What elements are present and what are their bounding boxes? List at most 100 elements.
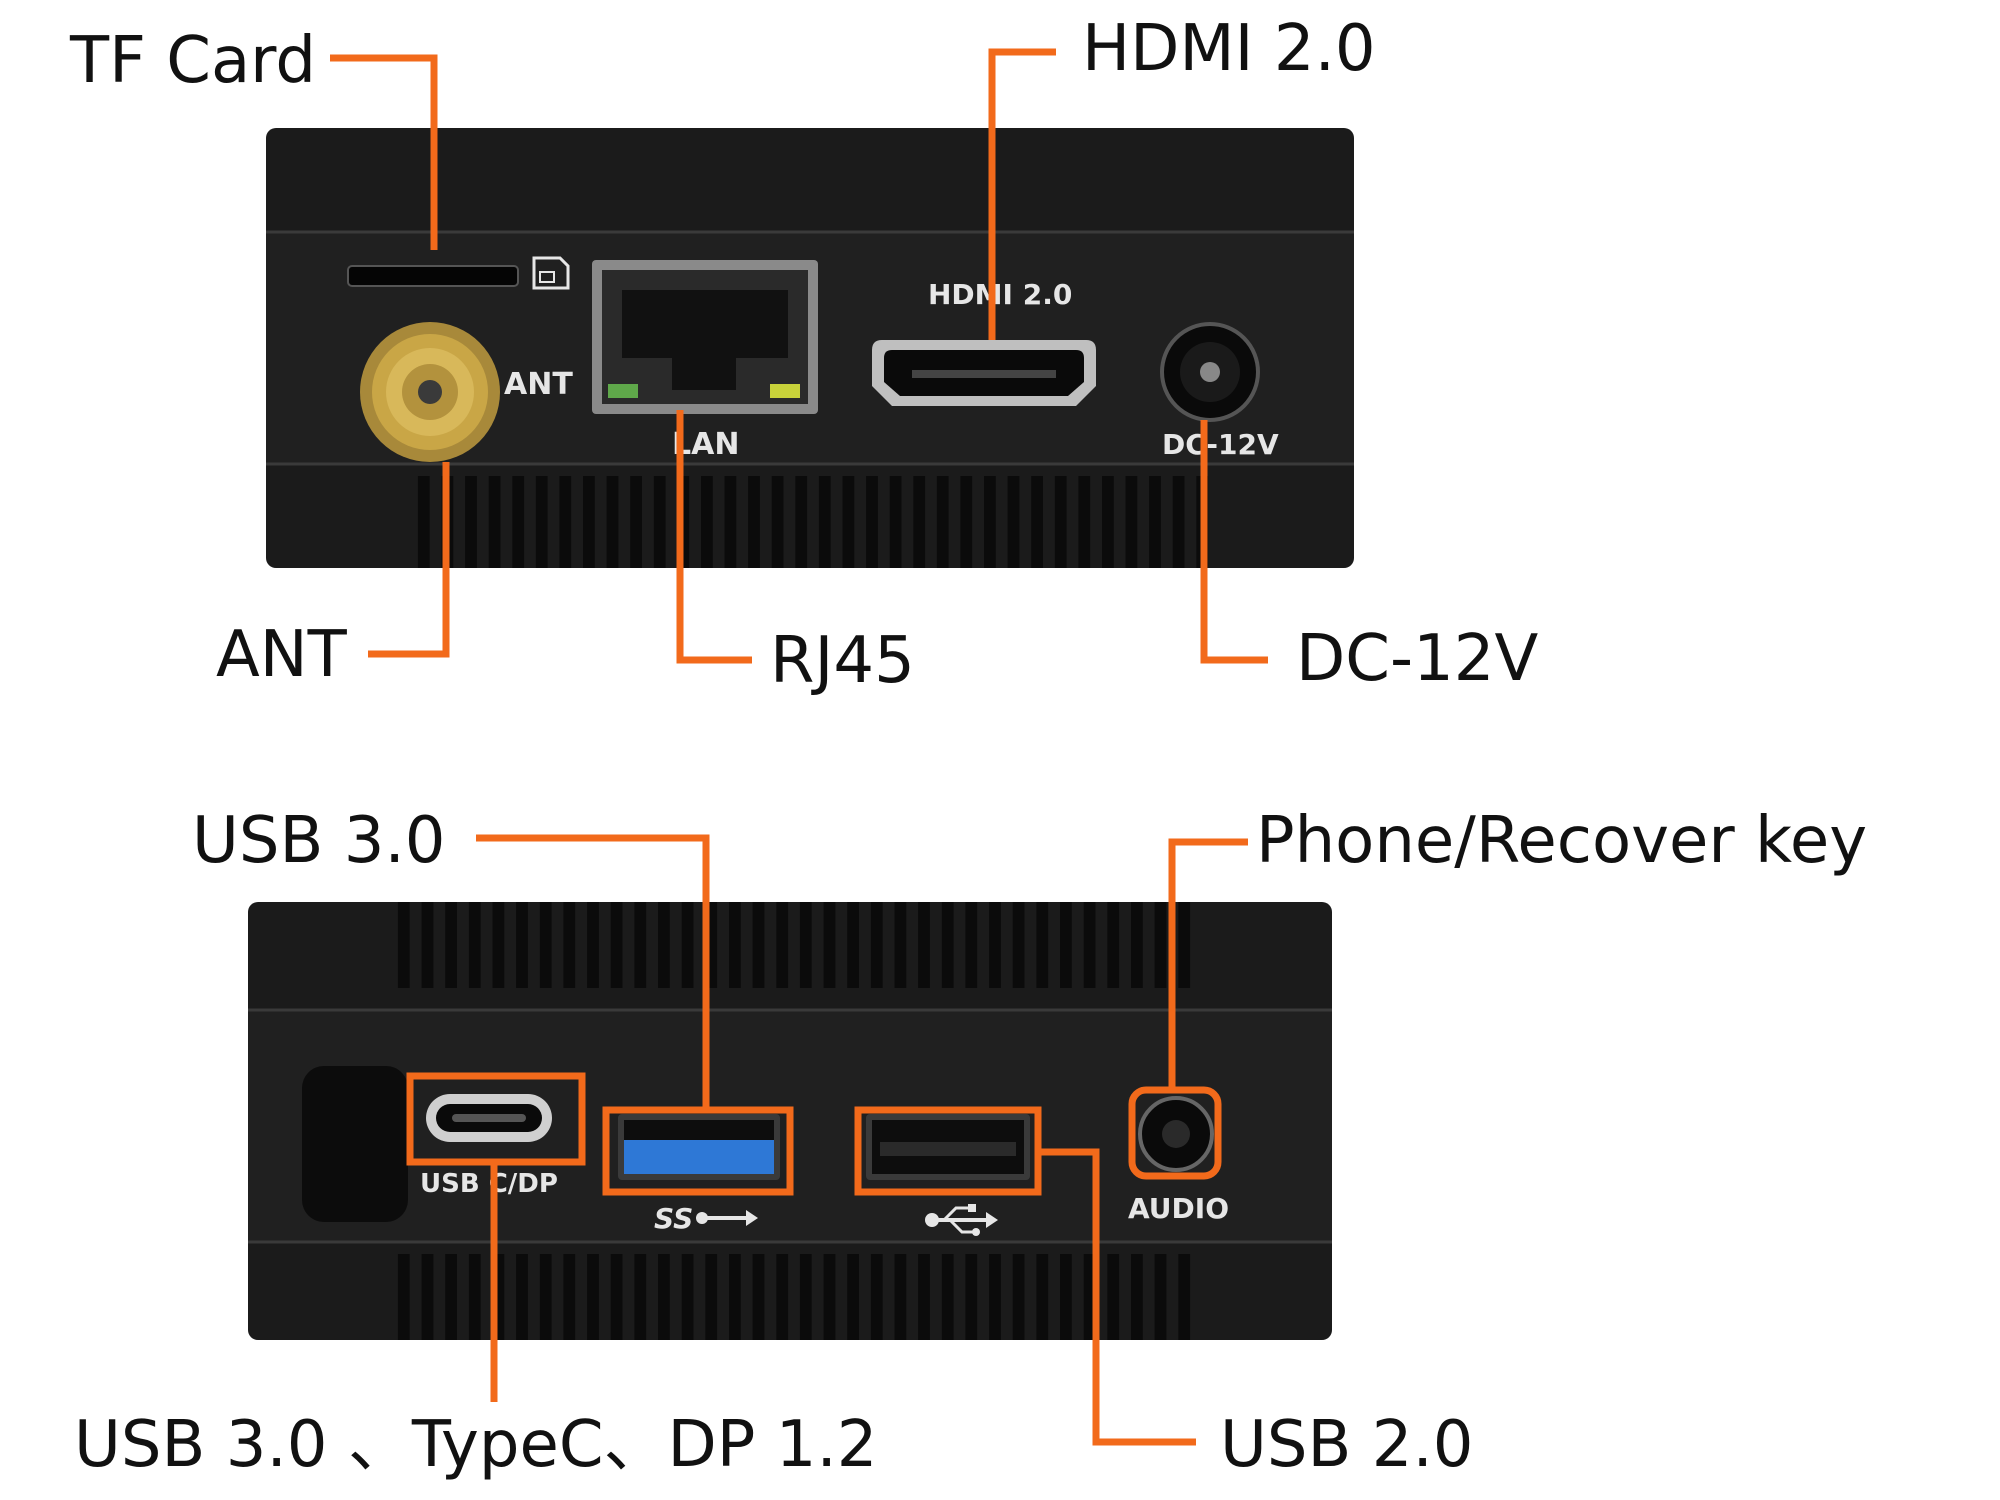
leader-rj45	[676, 410, 752, 664]
heatsink-fin	[563, 902, 576, 988]
heatsink-fin	[776, 1254, 789, 1340]
heatsink-fin	[705, 902, 718, 988]
side-recess	[302, 1066, 408, 1222]
bottom-fins-lower	[397, 1254, 1191, 1340]
heatsink-fin	[535, 476, 548, 568]
label-ant: ANT	[216, 618, 348, 692]
leader-ant	[368, 462, 450, 658]
heatsink-fin	[516, 902, 528, 988]
heatsink-fin	[724, 476, 737, 568]
heatsink-fin	[1125, 476, 1138, 568]
label-typec: USB 3.0 、TypeC、DP 1.2	[74, 1408, 878, 1482]
heatsink-fin	[587, 1254, 599, 1340]
label-rj45: RJ45	[770, 624, 915, 698]
heatsink-fin	[1178, 902, 1191, 988]
heatsink-fin	[894, 902, 907, 988]
label-dc: DC-12V	[1296, 622, 1539, 696]
heatsink-fin	[610, 1254, 623, 1340]
leader-hdmi	[988, 48, 1056, 340]
dc-jack	[1160, 322, 1260, 422]
heatsink-fin	[941, 1254, 954, 1340]
heatsink-fin	[960, 476, 973, 568]
heatsink-fin	[701, 476, 713, 568]
usb2-port	[866, 1114, 1030, 1180]
usb-c-port	[426, 1094, 552, 1142]
heatsink-fin	[516, 1254, 528, 1340]
heatsink-fin	[658, 1254, 670, 1340]
sd-card-icon	[532, 256, 570, 290]
hdmi-port	[872, 340, 1096, 406]
heatsink-fin	[823, 1254, 836, 1340]
usb3-port	[618, 1114, 780, 1180]
ant-connector	[360, 322, 500, 462]
silk-dc: DC-12V	[1162, 428, 1279, 461]
heatsink-fin	[397, 902, 410, 988]
top-leaders	[330, 48, 1268, 664]
heatsink-fin	[847, 1254, 859, 1340]
heatsink-fin	[1178, 1254, 1191, 1340]
heatsink-fin	[445, 902, 457, 988]
heatsink-fin	[512, 476, 525, 568]
heatsink-fin	[870, 1254, 883, 1340]
heatsink-fin	[799, 1254, 812, 1340]
superspeed-usb-icon: SS	[654, 1202, 758, 1235]
heatsink-fin	[634, 1254, 647, 1340]
heatsink-fin	[1031, 476, 1043, 568]
heatsink-fin	[421, 1254, 434, 1340]
silk-ant: ANT	[504, 367, 573, 402]
bottom-fins-upper	[397, 902, 1191, 988]
silk-hdmi: HDMI 2.0	[928, 278, 1072, 311]
heatsink-fin	[936, 476, 949, 568]
heatsink-fin	[1054, 476, 1067, 568]
heatsink-fin	[658, 902, 670, 988]
heatsink-fin	[606, 476, 619, 568]
heatsink-fin	[539, 902, 552, 988]
heatsink-fin	[445, 1254, 457, 1340]
heatsink-fin	[610, 902, 623, 988]
heatsink-fin	[492, 1254, 505, 1340]
lan-led-right	[770, 384, 800, 398]
heatsink-fin	[847, 902, 859, 988]
heatsink-fin	[870, 902, 883, 988]
top-device: ANT LAN HDMI 2.0 DC-12V	[266, 128, 1354, 568]
heatsink-fin	[563, 1254, 576, 1340]
heatsink-fin	[681, 1254, 694, 1340]
heatsink-fin	[1083, 902, 1096, 988]
lan-led-left	[608, 384, 638, 398]
heatsink-fin	[913, 476, 926, 568]
heatsink-fin	[1012, 902, 1025, 988]
heatsink-fin	[1172, 476, 1185, 568]
heatsink-fin	[752, 1254, 765, 1340]
heatsink-fin	[842, 476, 855, 568]
heatsink-fin	[1060, 1254, 1072, 1340]
heatsink-fin	[421, 902, 434, 988]
heatsink-fin	[583, 476, 595, 568]
heatsink-fin	[771, 476, 784, 568]
heatsink-fin	[918, 902, 930, 988]
heatsink-fin	[1060, 902, 1072, 988]
leader-usb2	[1038, 1148, 1196, 1446]
usb-trident-icon	[925, 1204, 998, 1236]
heatsink-fin	[653, 476, 666, 568]
heatsink-fin	[1078, 476, 1091, 568]
leader-usb3	[476, 834, 710, 1110]
heatsink-fin	[984, 476, 996, 568]
heatsink-fin	[941, 902, 954, 988]
bottom-leaders	[476, 834, 1248, 1446]
silk-usbc-dp: USB C/DP	[420, 1169, 558, 1199]
heatsink-fin	[799, 902, 812, 988]
heatsink-fin	[705, 1254, 718, 1340]
heatsink-fin	[818, 476, 831, 568]
heatsink-fin	[989, 902, 1001, 988]
svg-text:SS: SS	[654, 1202, 693, 1235]
heatsink-fin	[630, 476, 642, 568]
heatsink-fin	[468, 1254, 481, 1340]
heatsink-fin	[776, 902, 789, 988]
heatsink-fin	[866, 476, 878, 568]
heatsink-fin	[795, 476, 808, 568]
heatsink-fin	[1131, 1254, 1143, 1340]
heatsink-fin	[397, 1254, 410, 1340]
heatsink-fin	[889, 476, 902, 568]
heatsink-fin	[1131, 902, 1143, 988]
audio-jack	[1138, 1096, 1214, 1172]
